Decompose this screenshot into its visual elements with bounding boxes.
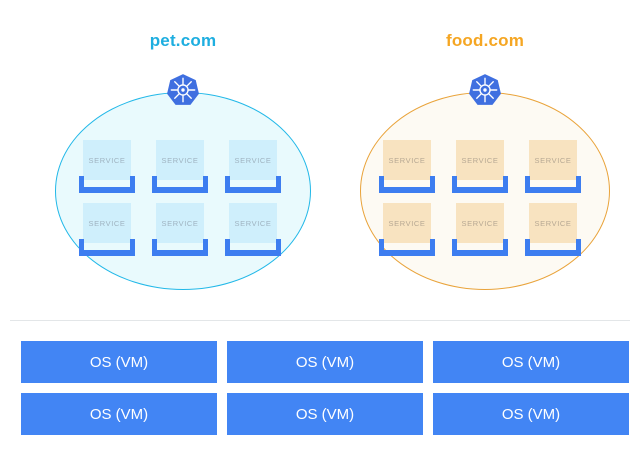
- cluster-title-pet: pet.com: [149, 31, 217, 50]
- service-box: SERVICE: [83, 203, 131, 243]
- vm-bar[interactable]: OS (VM): [433, 341, 629, 383]
- container-bracket-icon: [525, 239, 581, 256]
- container-bracket-icon: [525, 176, 581, 193]
- service-box: SERVICE: [456, 203, 504, 243]
- service-unit[interactable]: SERVICE: [225, 140, 281, 198]
- container-bracket-icon: [452, 239, 508, 256]
- vm-bar[interactable]: OS (VM): [227, 341, 423, 383]
- service-unit[interactable]: SERVICE: [225, 203, 281, 261]
- service-unit[interactable]: SERVICE: [379, 203, 435, 261]
- section-divider: [10, 320, 630, 321]
- container-bracket-icon: [79, 239, 135, 256]
- service-box: SERVICE: [156, 140, 204, 180]
- service-box: SERVICE: [229, 140, 277, 180]
- service-unit[interactable]: SERVICE: [152, 203, 208, 261]
- service-box: SERVICE: [383, 140, 431, 180]
- service-unit[interactable]: SERVICE: [452, 203, 508, 261]
- service-unit[interactable]: SERVICE: [79, 203, 135, 261]
- service-unit[interactable]: SERVICE: [152, 140, 208, 198]
- service-box: SERVICE: [383, 203, 431, 243]
- container-bracket-icon: [452, 176, 508, 193]
- service-box: SERVICE: [529, 203, 577, 243]
- service-unit[interactable]: SERVICE: [525, 140, 581, 198]
- service-box: SERVICE: [156, 203, 204, 243]
- container-bracket-icon: [379, 239, 435, 256]
- vm-bar[interactable]: OS (VM): [433, 393, 629, 435]
- container-bracket-icon: [152, 176, 208, 193]
- container-bracket-icon: [152, 239, 208, 256]
- container-bracket-icon: [225, 239, 281, 256]
- vm-bar[interactable]: OS (VM): [21, 341, 217, 383]
- container-bracket-icon: [379, 176, 435, 193]
- service-unit[interactable]: SERVICE: [452, 140, 508, 198]
- vm-bar[interactable]: OS (VM): [227, 393, 423, 435]
- cluster-title-food: food.com: [445, 31, 525, 50]
- service-unit[interactable]: SERVICE: [379, 140, 435, 198]
- service-box: SERVICE: [229, 203, 277, 243]
- service-box: SERVICE: [456, 140, 504, 180]
- kubernetes-icon: [468, 73, 502, 107]
- container-bracket-icon: [225, 176, 281, 193]
- container-bracket-icon: [79, 176, 135, 193]
- service-unit[interactable]: SERVICE: [525, 203, 581, 261]
- service-unit[interactable]: SERVICE: [79, 140, 135, 198]
- vm-bar[interactable]: OS (VM): [21, 393, 217, 435]
- kubernetes-icon: [166, 73, 200, 107]
- service-box: SERVICE: [83, 140, 131, 180]
- service-box: SERVICE: [529, 140, 577, 180]
